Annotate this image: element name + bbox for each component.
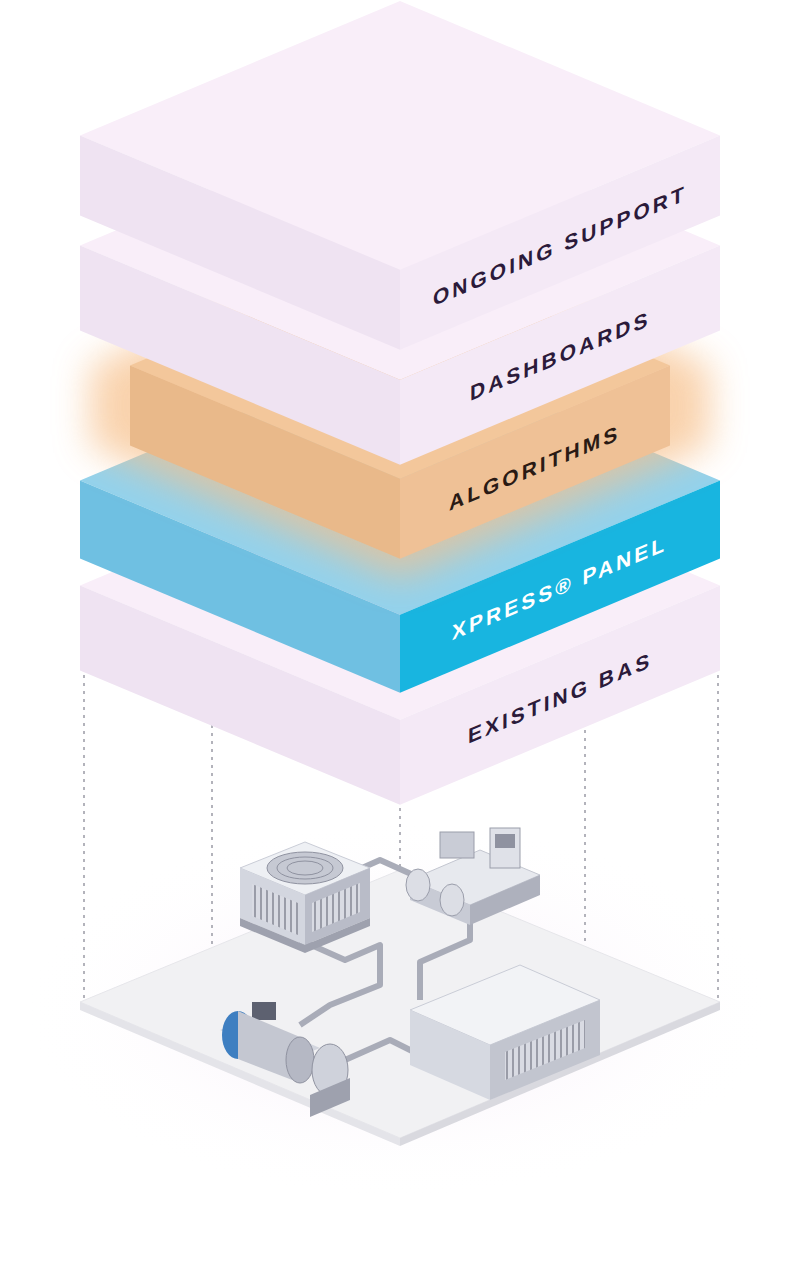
chiller	[406, 828, 540, 925]
ground-edge	[80, 1002, 400, 1146]
ground-plate	[80, 870, 720, 1138]
cooling-tower	[240, 842, 370, 953]
layer-face	[80, 585, 400, 804]
air-handler	[410, 965, 600, 1100]
stack-layer: ONGOING SUPPORT	[80, 1, 720, 350]
pump	[220, 1002, 350, 1117]
layer-face	[400, 585, 720, 804]
floor-glow	[20, 820, 780, 1200]
layer-shape	[80, 1, 720, 350]
